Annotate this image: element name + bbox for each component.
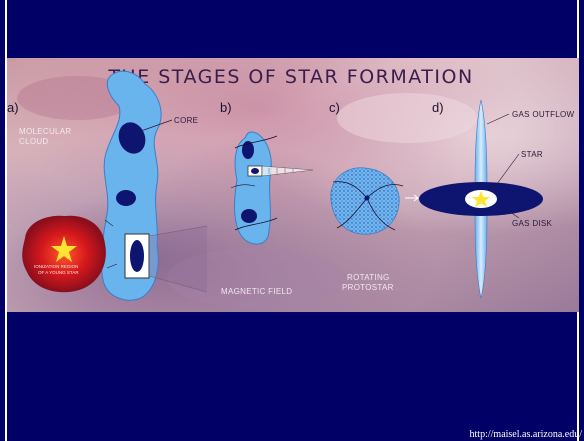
magnetic-field-label: MAGNETIC FIELD	[221, 287, 292, 296]
ionization-label-line1: IONIZATION REGION	[34, 264, 78, 269]
panel-d-letter: d)	[432, 100, 444, 115]
gas-disk-label: GAS DISK	[512, 219, 553, 228]
rotating-label: ROTATING	[347, 273, 390, 282]
protostar-label: PROTOSTAR	[342, 283, 394, 292]
panel-c-letter: c)	[329, 100, 340, 115]
panel-a-letter: a)	[7, 100, 19, 115]
gas-outflow-label: GAS OUTFLOW	[512, 110, 575, 119]
star-label: STAR	[521, 150, 543, 159]
ionization-label-line2: OF A YOUNG STAR	[38, 270, 79, 275]
core-label: CORE	[174, 116, 198, 125]
molecular-cloud-label-line1: MOLECULAR	[19, 127, 72, 136]
star-formation-figure: THE STAGES OF STAR FORMATION a) MOLECULA…	[7, 58, 579, 312]
molecular-cloud-label-line2: CLOUD	[19, 137, 49, 146]
figure-title: THE STAGES OF STAR FORMATION	[107, 66, 473, 88]
panel-b-letter: b)	[220, 100, 232, 115]
source-url: http://maisel.as.arizona.edu/	[470, 429, 582, 440]
